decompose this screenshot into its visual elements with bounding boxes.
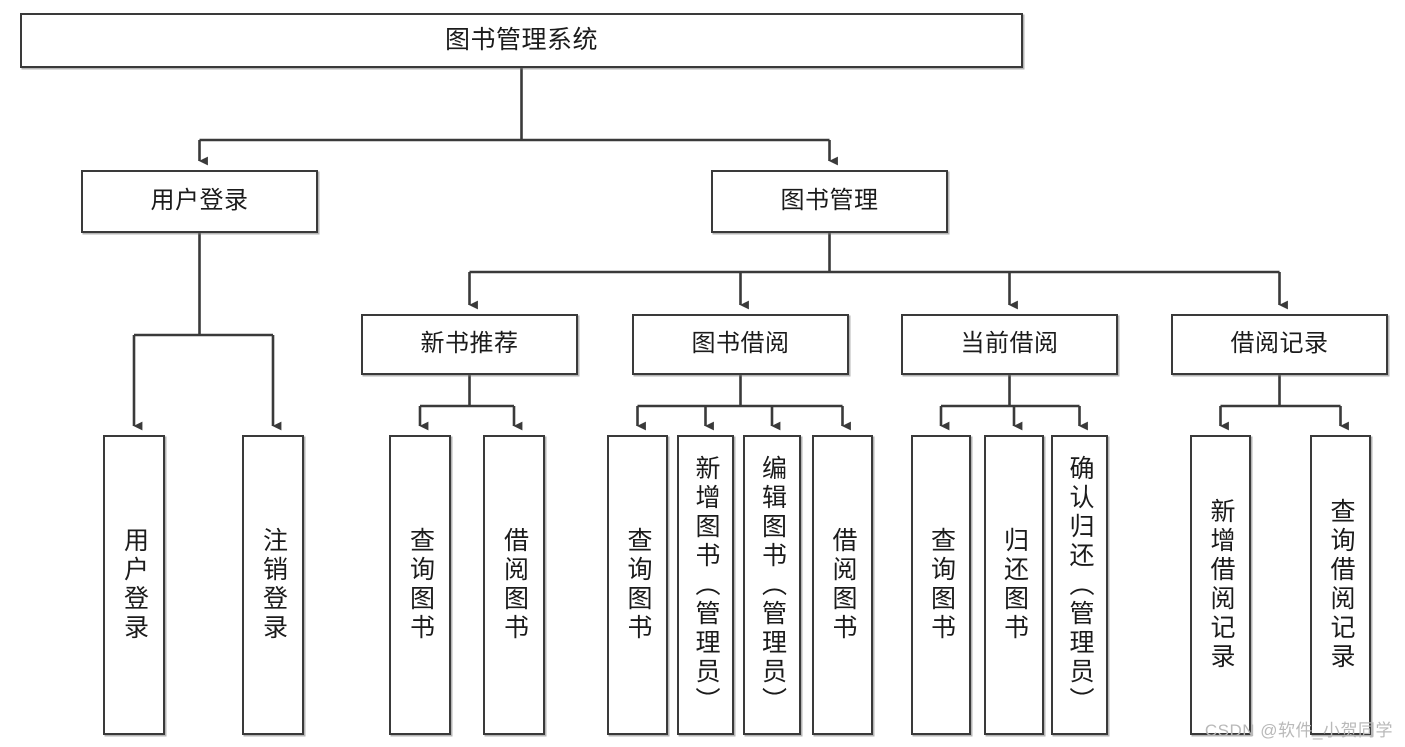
- node-label: 新增借阅记录: [1207, 498, 1235, 672]
- node-label: 查询图书: [927, 527, 956, 643]
- node-label: 借阅记录: [1230, 330, 1329, 358]
- node-label: 查询借阅记录: [1327, 498, 1355, 672]
- leaf-add-book-admin[interactable]: 新增图书（管理员）: [677, 435, 734, 735]
- leaf-query-borrow-record[interactable]: 查询借阅记录: [1310, 435, 1371, 735]
- leaf-query-book-borrow[interactable]: 查询图书: [607, 435, 668, 735]
- node-label: 新增图书（管理员）: [692, 454, 720, 716]
- node-label: 编辑图书（管理员）: [758, 454, 787, 716]
- node-root-system[interactable]: 图书管理系统: [20, 13, 1023, 68]
- node-book-management[interactable]: 图书管理: [711, 170, 948, 233]
- csdn-watermark: CSDN @软件_小贺同学: [1204, 721, 1393, 740]
- node-book-borrow[interactable]: 图书借阅: [632, 314, 849, 375]
- node-label: 用户登录: [120, 527, 149, 643]
- node-label: 注销登录: [259, 527, 288, 643]
- node-user-login[interactable]: 用户登录: [81, 170, 318, 233]
- node-label: 借阅图书: [829, 527, 857, 643]
- node-label: 借阅图书: [500, 527, 529, 643]
- leaf-query-book-current[interactable]: 查询图书: [911, 435, 971, 735]
- node-label: 查询图书: [624, 527, 652, 643]
- leaf-logout-login[interactable]: 注销登录: [242, 435, 304, 735]
- node-new-book-recommend[interactable]: 新书推荐: [361, 314, 578, 375]
- node-label: 归还图书: [1000, 527, 1029, 643]
- leaf-add-borrow-record[interactable]: 新增借阅记录: [1190, 435, 1251, 735]
- node-label: 新书推荐: [420, 330, 519, 358]
- node-label: 用户登录: [150, 187, 249, 215]
- node-label: 图书管理系统: [444, 25, 598, 54]
- leaf-return-book[interactable]: 归还图书: [984, 435, 1044, 735]
- leaf-edit-book-admin[interactable]: 编辑图书（管理员）: [743, 435, 801, 735]
- leaf-borrow-book-recommend[interactable]: 借阅图书: [483, 435, 545, 735]
- node-current-borrow[interactable]: 当前借阅: [901, 314, 1118, 375]
- node-label: 图书管理: [780, 187, 879, 215]
- node-label: 确认归还（管理员）: [1066, 454, 1094, 716]
- leaf-user-login[interactable]: 用户登录: [103, 435, 165, 735]
- node-label: 查询图书: [406, 527, 435, 643]
- leaf-borrow-book[interactable]: 借阅图书: [812, 435, 873, 735]
- node-borrow-record[interactable]: 借阅记录: [1171, 314, 1388, 375]
- node-label: 图书借阅: [691, 330, 790, 358]
- node-label: 当前借阅: [960, 330, 1059, 358]
- leaf-confirm-return-admin[interactable]: 确认归还（管理员）: [1051, 435, 1108, 735]
- leaf-query-book-recommend[interactable]: 查询图书: [389, 435, 451, 735]
